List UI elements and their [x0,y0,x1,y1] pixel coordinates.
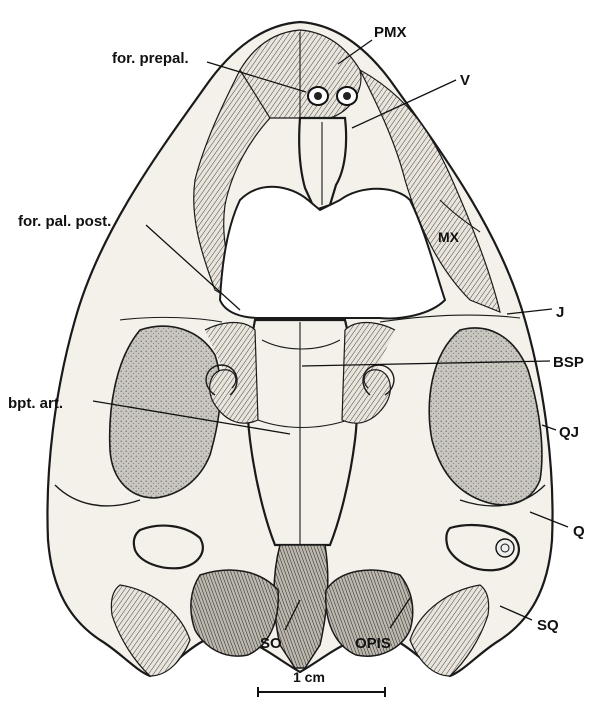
label-so: SO [260,635,282,652]
basisphenoid-bone [247,320,357,545]
label-v: V [460,72,470,89]
label-q: Q [573,523,585,540]
label-j: J [556,304,564,321]
label-qj: QJ [559,424,579,441]
label-pmx: PMX [374,24,407,41]
label-mx: MX [438,229,460,245]
label-bpt-art: bpt. art. [8,395,63,412]
interpterygoid-vacuity [220,187,445,319]
label-for-prepal: for. prepal. [112,50,189,67]
label-sq: SQ [537,617,559,634]
label-bsp: BSP [553,354,584,371]
scale-bar: 1 cm [258,669,385,697]
label-for-pal-post: for. pal. post. [18,213,111,230]
scale-bar-label: 1 cm [293,669,325,685]
label-opis: OPIS [355,635,391,652]
